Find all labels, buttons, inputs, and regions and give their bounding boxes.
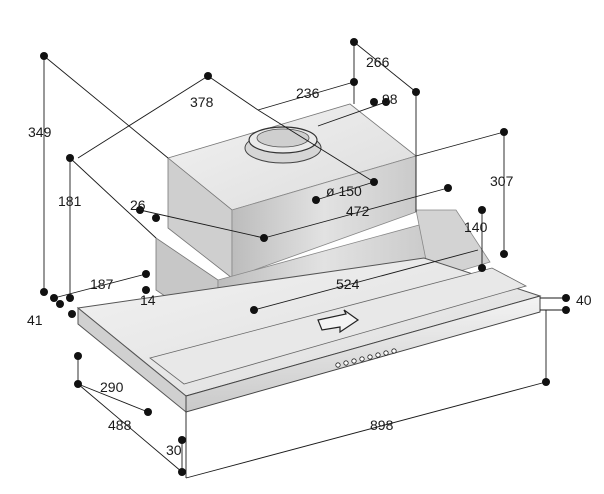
- dim-label-524: 524: [336, 276, 360, 292]
- airflow-arrow-icon: [317, 309, 360, 334]
- dim-label-187: 187: [90, 276, 114, 292]
- duct-collar: [244, 126, 322, 164]
- dim-label-140: 140: [464, 219, 488, 235]
- dim-label-30: 30: [166, 442, 182, 458]
- dim-label-349: 349: [28, 124, 52, 140]
- dim-label-307: 307: [490, 173, 514, 189]
- dim-label-41: 41: [27, 312, 43, 328]
- dim-label-290: 290: [100, 379, 124, 395]
- dimension-labels: 349 181 41 378 236 266 98 ø 150 26 472 3…: [27, 54, 592, 458]
- canopy-front-face: [185, 295, 541, 413]
- dim-label-181: 181: [58, 193, 82, 209]
- dim-label-266: 266: [366, 54, 390, 70]
- dim-label-898: 898: [370, 417, 394, 433]
- dim-label-236: 236: [296, 85, 320, 101]
- control-panel: [335, 348, 397, 368]
- dim-label-472: 472: [346, 203, 370, 219]
- dim-label-40: 40: [576, 292, 592, 308]
- dim-label-diameter-150: ø 150: [326, 183, 362, 199]
- dim-label-14: 14: [140, 292, 156, 308]
- dimension-lines: [43, 41, 566, 479]
- dim-label-26: 26: [130, 197, 146, 213]
- hood-drawing: [76, 103, 542, 414]
- dimension-markers: [40, 38, 570, 476]
- dim-label-488: 488: [108, 417, 132, 433]
- dim-label-98: 98: [382, 91, 398, 107]
- dim-label-378: 378: [190, 94, 214, 110]
